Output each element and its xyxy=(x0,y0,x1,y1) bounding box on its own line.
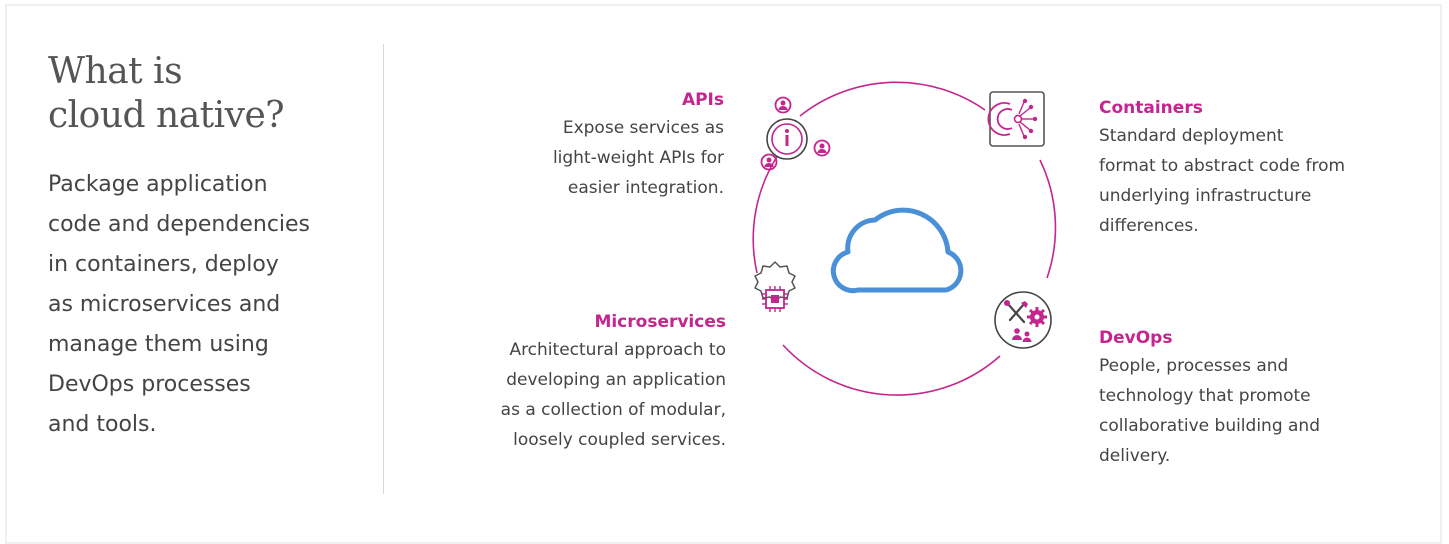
containers-line: differences. xyxy=(1099,216,1199,236)
cloud-icon xyxy=(830,207,964,294)
tools-gear-people-icon xyxy=(994,291,1052,349)
intro-line: in containers, deploy xyxy=(48,252,279,277)
apis-line: Expose services as xyxy=(562,118,724,138)
intro-line: Package application xyxy=(48,172,268,197)
containers-line: format to abstract code from xyxy=(1099,156,1346,176)
microservices-line: Architectural approach to xyxy=(509,340,726,360)
cycle-arc-right xyxy=(1039,159,1057,279)
cycle-arc-left xyxy=(752,154,779,274)
containers-title: Containers xyxy=(1099,98,1203,118)
api-people-icon xyxy=(760,96,831,171)
devops-title: DevOps xyxy=(1099,328,1173,348)
intro-line: DevOps processes xyxy=(48,372,251,397)
container-gear-icon xyxy=(987,91,1045,147)
cycle-arc-top xyxy=(799,81,986,117)
intro-line: as microservices and xyxy=(48,292,281,317)
microservices-line: loosely coupled services. xyxy=(513,430,726,450)
cycle-arc-bottom xyxy=(782,344,1001,396)
microservices-block: Microservices Architectural approach to … xyxy=(501,309,726,455)
devops-line: collaborative building and xyxy=(1099,416,1320,436)
vertical-divider xyxy=(383,44,384,494)
containers-line: underlying infrastructure xyxy=(1099,186,1312,206)
intro-line: code and dependencies xyxy=(48,212,311,237)
devops-line: technology that promote xyxy=(1099,386,1311,406)
microservices-title: Microservices xyxy=(594,312,726,332)
devops-line: delivery. xyxy=(1099,446,1171,466)
page-title: What is cloud native? xyxy=(48,50,348,138)
title-line: cloud native? xyxy=(48,95,285,136)
microservices-line: developing an application xyxy=(506,370,726,390)
microservices-line: as a collection of modular, xyxy=(500,400,726,420)
apis-title: APIs xyxy=(681,90,724,110)
intro-line: and tools. xyxy=(48,412,157,437)
containers-line: Standard deployment xyxy=(1099,126,1284,146)
intro-line: manage them using xyxy=(48,332,269,357)
intro-paragraph: Package application code and dependencie… xyxy=(48,165,348,445)
apis-block: APIs Expose services as light-weight API… xyxy=(553,87,724,203)
title-line: What is xyxy=(48,51,183,92)
apis-line: light-weight APIs for xyxy=(552,148,724,168)
apis-line: easier integration. xyxy=(567,178,724,198)
containers-block: Containers Standard deployment format to… xyxy=(1099,95,1345,241)
devops-block: DevOps People, processes and technology … xyxy=(1099,325,1320,471)
chip-gear-icon xyxy=(754,261,796,312)
devops-line: People, processes and xyxy=(1099,356,1289,376)
